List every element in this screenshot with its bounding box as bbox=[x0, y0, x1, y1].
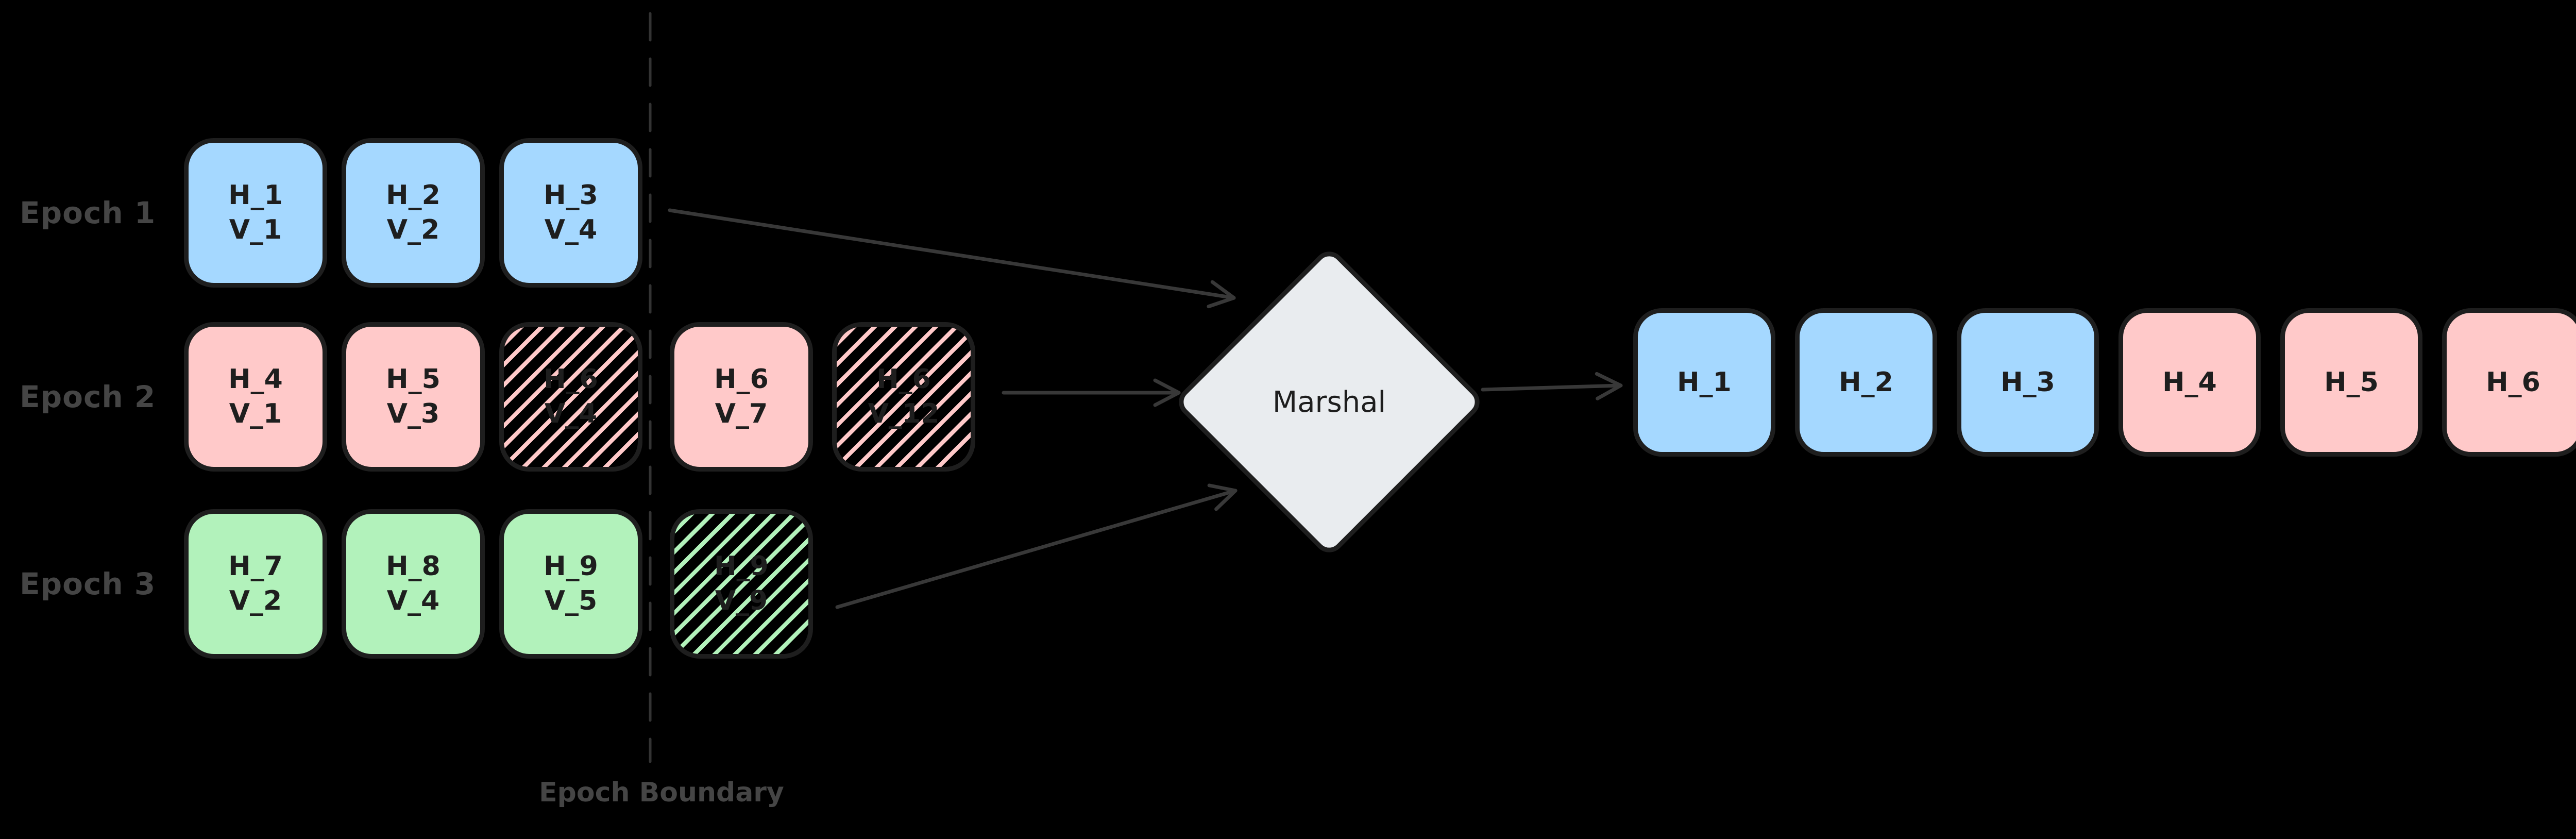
output-box-H_3: H_3 bbox=[1957, 308, 2099, 457]
output-box-label: H_2 bbox=[1839, 367, 1893, 398]
output-box-label: H_3 bbox=[2001, 367, 2055, 398]
box-line-h: H_5 bbox=[386, 363, 440, 395]
box-line-v: V_3 bbox=[386, 398, 440, 429]
output-box-H_4: H_4 bbox=[2119, 308, 2261, 457]
box-line-v: V_4 bbox=[386, 585, 440, 616]
box-line-h: H_6 bbox=[714, 363, 769, 395]
box-line-h: H_6 bbox=[876, 363, 931, 395]
box-line-v: V_7 bbox=[715, 398, 768, 429]
output-box-label: H_4 bbox=[2162, 367, 2217, 398]
output-box-H_5: H_5 bbox=[2280, 308, 2422, 457]
box-line-v: V_2 bbox=[386, 214, 440, 245]
output-box-label: H_5 bbox=[2324, 367, 2379, 398]
epoch-2-label: Epoch 2 bbox=[20, 379, 156, 414]
box-line-v: V_2 bbox=[229, 585, 282, 616]
epoch-1-label: Epoch 1 bbox=[20, 195, 156, 230]
box-line-h: H_6 bbox=[544, 363, 598, 395]
box-line-v: V_4 bbox=[544, 214, 598, 245]
output-box-H_2: H_2 bbox=[1795, 308, 1937, 457]
output-box-H_6: H_6 bbox=[2442, 308, 2576, 457]
box-line-h: H_2 bbox=[386, 179, 440, 211]
box-line-v: V_5 bbox=[544, 585, 598, 616]
marshal-label: Marshal bbox=[1272, 385, 1386, 419]
arrow-epoch3-to-marshal bbox=[835, 483, 1238, 609]
box-line-h: H_7 bbox=[228, 550, 283, 582]
box-line-h: H_4 bbox=[228, 363, 283, 395]
box-line-v: V_1 bbox=[229, 398, 282, 429]
output-box-label: H_1 bbox=[1677, 367, 1732, 398]
output-box-label: H_6 bbox=[2486, 367, 2540, 398]
arrow-epoch1-to-marshal bbox=[668, 208, 1236, 309]
epoch-3-label: Epoch 3 bbox=[20, 566, 156, 601]
output-row: H_1H_2H_3H_4H_5H_6H_7H_8H_9 bbox=[1633, 308, 2576, 457]
output-box-H_1: H_1 bbox=[1633, 308, 1775, 457]
arrow-marshal-to-output bbox=[1481, 372, 1623, 400]
box-line-h: H_8 bbox=[386, 550, 440, 582]
box-line-v: V_1 bbox=[229, 214, 282, 245]
box-line-v: V_12 bbox=[868, 398, 940, 429]
box-line-v: V_4 bbox=[544, 398, 598, 429]
box-line-h: H_1 bbox=[228, 179, 283, 211]
box-line-v: V_9 bbox=[715, 585, 768, 616]
box-line-h: H_9 bbox=[714, 550, 769, 582]
box-line-h: H_9 bbox=[544, 550, 598, 582]
box-line-h: H_3 bbox=[544, 179, 598, 211]
epoch-boundary-label: Epoch Boundary bbox=[539, 777, 784, 808]
